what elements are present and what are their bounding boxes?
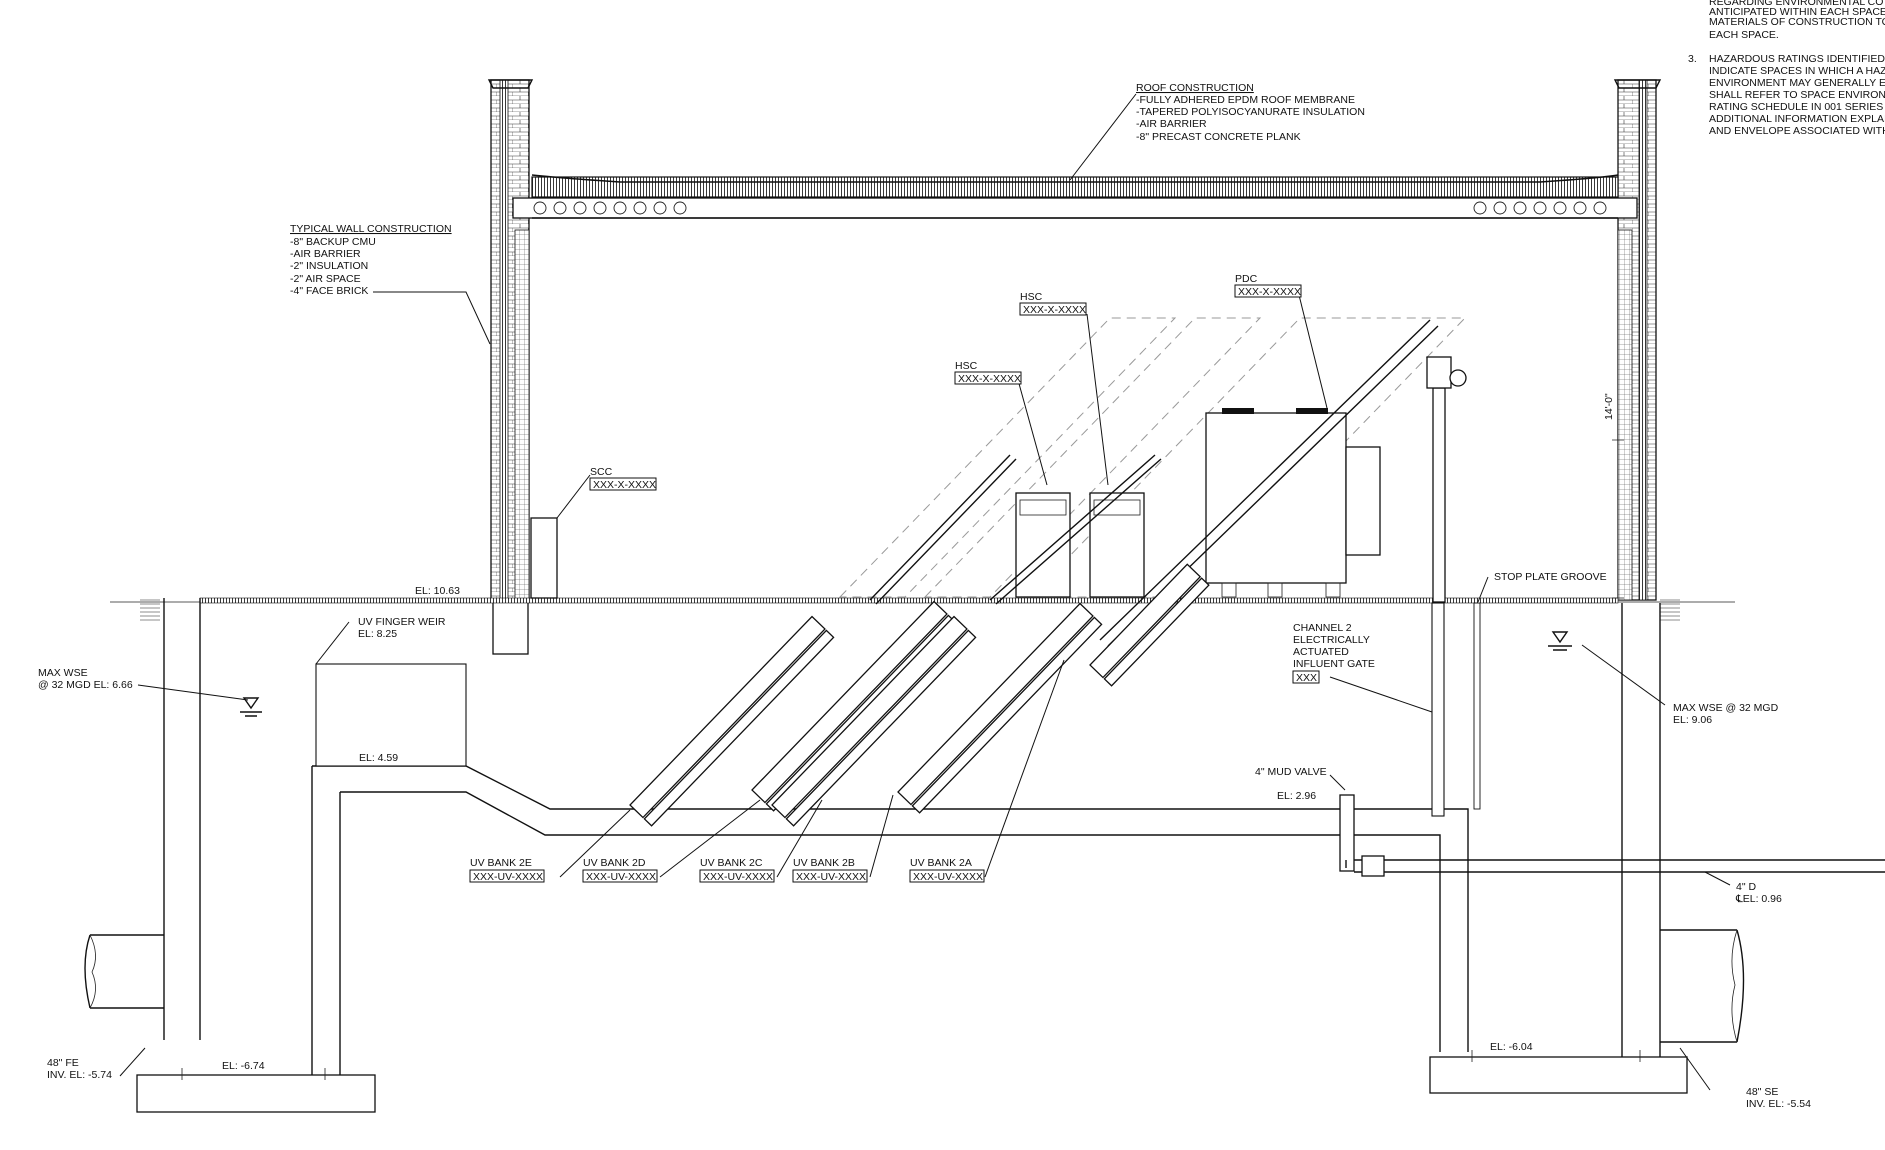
uv-bank-tag: XXX-UV-XXXX: [473, 871, 543, 883]
gate-tag: XXX: [1296, 672, 1317, 684]
roof-assembly: [512, 174, 1638, 219]
left-base-elevation: EL: -6.74: [222, 1060, 265, 1072]
drain-label: 4" D: [1736, 881, 1756, 893]
left-pipe-invert: INV. EL: -5.74: [47, 1069, 112, 1081]
note-line: HAZARDOUS RATINGS IDENTIFIED O: [1709, 53, 1885, 65]
left-pipe-label: 48" FE: [47, 1057, 79, 1069]
wall-construction-callout: TYPICAL WALL CONSTRUCTION -8" BACKUP CMU…: [290, 223, 452, 297]
uv-bank-tag: XXX-UV-XXXX: [913, 871, 983, 883]
building-walls: [487, 79, 1662, 655]
hsc-cabinet-1: [1015, 492, 1071, 598]
leader-lines: [119, 93, 1731, 1091]
roof-construction-callout: ROOF CONSTRUCTION -FULLY ADHERED EPDM RO…: [1136, 82, 1365, 143]
scc-cabinet: [530, 517, 558, 599]
wall-line: -AIR BARRIER: [290, 248, 361, 260]
note-line: INDICATE SPACES IN WHICH A HAZ: [1709, 65, 1885, 77]
drain-elevation: ℄EL: 0.96: [1735, 893, 1782, 905]
note-line: EACH SPACE.: [1709, 29, 1779, 41]
weir-bottom-elevation: EL: 4.59: [359, 752, 398, 764]
roof-line: -8" PRECAST CONCRETE PLANK: [1136, 131, 1301, 143]
uv-bank-label: UV BANK 2C: [700, 857, 763, 869]
gate-label: ACTUATED: [1293, 646, 1349, 658]
gate-label: CHANNEL 2: [1293, 622, 1352, 634]
uv-bank-label: UV BANK 2B: [793, 857, 855, 869]
note-line: ADDITIONAL INFORMATION EXPLAI: [1709, 113, 1885, 125]
mud-valve-elevation: EL: 2.96: [1277, 790, 1316, 802]
roof-title: ROOF CONSTRUCTION: [1136, 82, 1254, 94]
hsc-label: HSC: [1020, 291, 1043, 303]
height-dimension: 14'-0": [1603, 393, 1615, 420]
max-wse-left-el: @ 32 MGD EL: 6.66: [38, 679, 133, 691]
channel-structure: [84, 598, 1885, 1113]
roof-line: -AIR BARRIER: [1136, 118, 1207, 130]
uv-bank-tag: XXX-UV-XXXX: [796, 871, 866, 883]
elevation-labels: EL: 10.63 UV FINGER WEIR EL: 8.25 EL: 4.…: [38, 393, 1811, 1110]
pdc-tag: XXX-X-XXXX: [1238, 286, 1301, 298]
floor-elevation: EL: 10.63: [415, 585, 460, 597]
gate-label: ELECTRICALLY: [1293, 634, 1370, 646]
pdc-label: PDC: [1235, 273, 1258, 285]
wall-line: -2" INSULATION: [290, 260, 368, 272]
uv-bank-label: UV BANK 2A: [910, 857, 972, 869]
hsc-label: HSC: [955, 360, 978, 372]
general-notes: REGARDING ENVIRONMENTAL CO ANTICIPATED W…: [1688, 0, 1885, 137]
roof-line: -TAPERED POLYISOCYANURATE INSULATION: [1136, 106, 1365, 118]
gate-label: INFLUENT GATE: [1293, 658, 1375, 670]
note-line: AND ENVELOPE ASSOCIATED WITH: [1709, 125, 1885, 137]
wall-line: -2" AIR SPACE: [290, 273, 361, 285]
wall-title: TYPICAL WALL CONSTRUCTION: [290, 223, 452, 235]
pdc-cabinet: [1205, 412, 1347, 584]
scc-label: SCC: [590, 466, 613, 478]
roof-line: -FULLY ADHERED EPDM ROOF MEMBRANE: [1136, 94, 1355, 106]
note-line: SHALL REFER TO SPACE ENVIRONI: [1709, 89, 1885, 101]
uv-bank-modules: [629, 563, 1210, 827]
uv-bank-label: UV BANK 2D: [583, 857, 646, 869]
wall-line: -4" FACE BRICK: [290, 285, 368, 297]
note-line: MATERIALS OF CONSTRUCTION TO: [1709, 16, 1885, 28]
max-wse-right: MAX WSE @ 32 MGD: [1673, 702, 1779, 714]
note-line: REGARDING ENVIRONMENTAL CO: [1709, 0, 1883, 8]
equipment: [530, 317, 1467, 647]
uv-bank-tag: XXX-UV-XXXX: [586, 871, 656, 883]
note-number: 3.: [1688, 53, 1697, 65]
mud-valve-label: 4" MUD VALVE: [1255, 766, 1327, 778]
scc-tag: XXX-X-XXXX: [593, 479, 656, 491]
max-wse-right-el: EL: 9.06: [1673, 714, 1712, 726]
uv-bank-tag: XXX-UV-XXXX: [703, 871, 773, 883]
note-line: ANTICIPATED WITHIN EACH SPACE: [1709, 6, 1885, 18]
right-pipe-label: 48" SE: [1746, 1086, 1778, 1098]
wall-line: -8" BACKUP CMU: [290, 236, 376, 248]
hsc-tag: XXX-X-XXXX: [1023, 304, 1086, 316]
stop-plate-label: STOP PLATE GROOVE: [1494, 571, 1607, 583]
note-line: RATING SCHEDULE IN 001 SERIES C: [1709, 101, 1885, 113]
note-line: ENVIRONMENT MAY GENERALLY E: [1709, 77, 1885, 89]
weir-label: UV FINGER WEIR: [358, 616, 446, 628]
right-pipe-invert: INV. EL: -5.54: [1746, 1098, 1811, 1110]
uv-bank-label: UV BANK 2E: [470, 857, 532, 869]
uv-bank-labels: UV BANK 2E XXX-UV-XXXX UV BANK 2D XXX-UV…: [469, 857, 985, 883]
right-base-elevation: EL: -6.04: [1490, 1041, 1533, 1053]
weir-elevation: EL: 8.25: [358, 628, 397, 640]
max-wse-left: MAX WSE: [38, 667, 88, 679]
equipment-tags: HSC XXX-X-XXXX HSC XXX-X-XXXX PDC XXX-X-…: [589, 273, 1302, 491]
hsc-cabinet-2: [1089, 492, 1145, 598]
hsc-tag: XXX-X-XXXX: [958, 373, 1021, 385]
